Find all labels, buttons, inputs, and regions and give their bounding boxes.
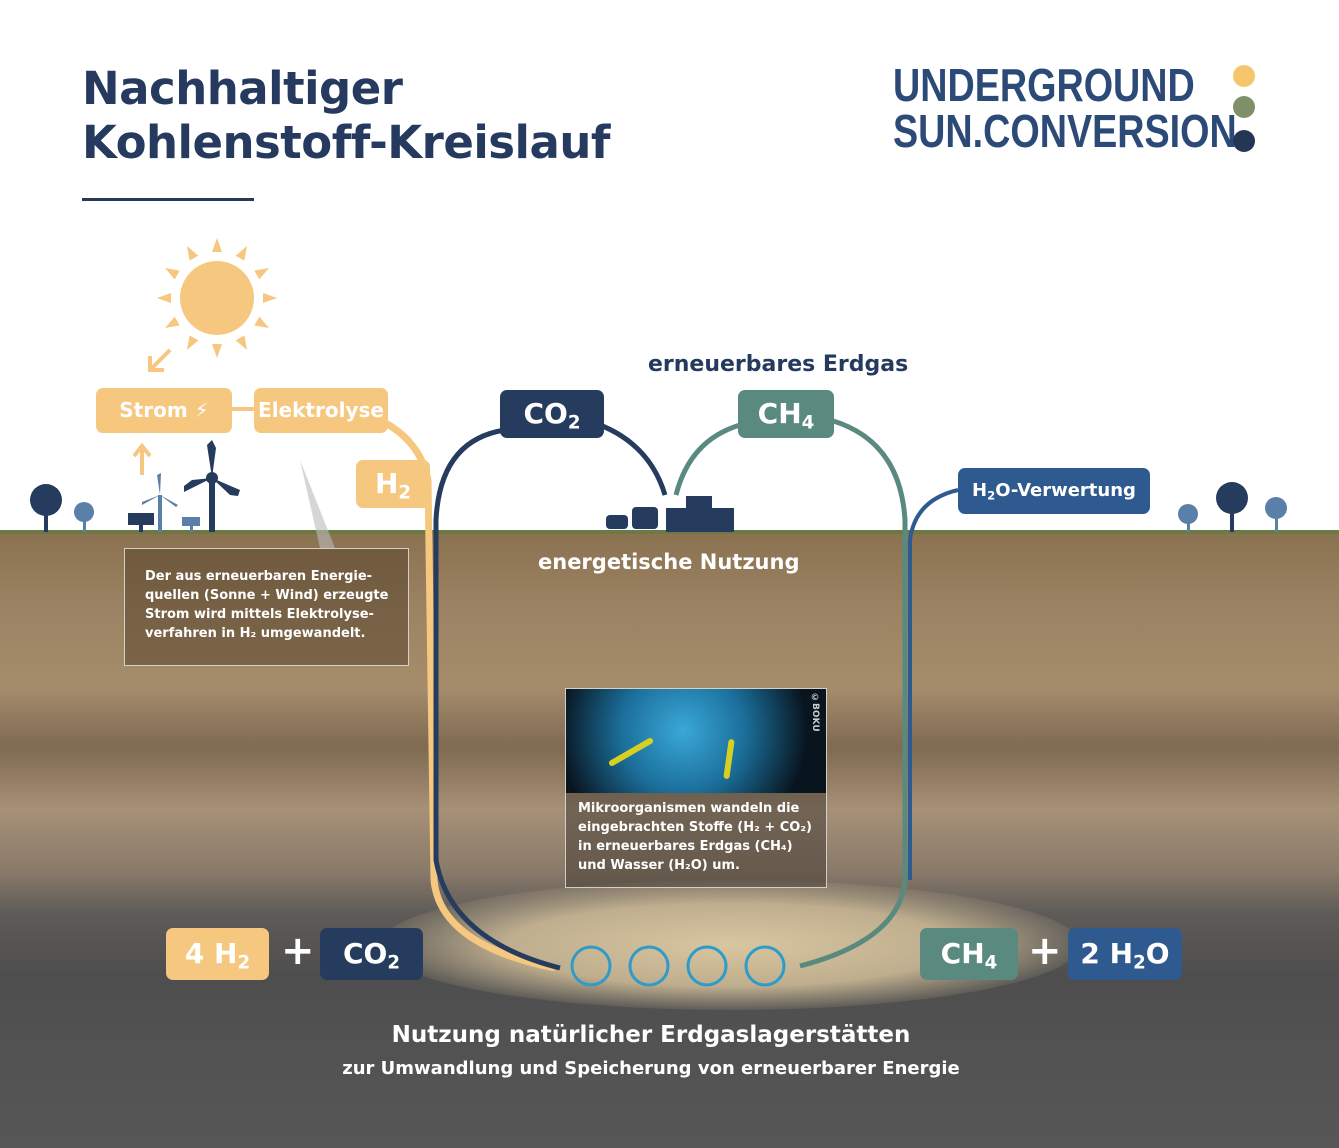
- bacterium-shape: [723, 738, 735, 780]
- microscope-image: ©BOKU: [566, 689, 826, 793]
- co2-label: CO: [523, 397, 568, 430]
- h2-flow-path: [378, 416, 556, 972]
- eq-2h2o-label: 2 H: [1080, 937, 1134, 970]
- h2o-verwertung-label: O-Verwertung: [995, 480, 1136, 501]
- lightning-icon: ⚡: [194, 398, 209, 422]
- microorganism-note: ©BOKU Mikroorganismen wandeln die eingeb…: [565, 688, 827, 888]
- h2o-flow-path: [908, 488, 959, 880]
- note-line: eingebrachten Stoffe (H₂ + CO₂): [578, 820, 812, 835]
- eq-co2-box: CO2: [320, 928, 423, 980]
- page-title: Nachhaltiger Kohlenstoff-Kreislauf: [82, 62, 610, 170]
- wind-turbine-icon: [184, 440, 240, 532]
- solar-panel-icon: [128, 513, 154, 532]
- elektrolyse-label: Elektrolyse: [258, 398, 384, 422]
- logo-dot-yellow: [1233, 65, 1255, 87]
- eq-ch4-box: CH4: [920, 928, 1018, 980]
- ch4-label: CH: [757, 397, 802, 430]
- note-line: in erneuerbares Erdgas (CH₄): [578, 839, 793, 854]
- tree-icon: [1178, 482, 1287, 532]
- logo-line-2: SUN.CONVERSION: [893, 105, 1237, 157]
- note-line: quellen (Sonne + Wind) erzeugte: [145, 588, 389, 603]
- solar-panel-icon: [182, 517, 200, 532]
- sun-icon: [157, 238, 277, 358]
- logo: UNDERGROUND SUN.CONVERSION: [893, 62, 1237, 154]
- energetische-nutzung-label: energetische Nutzung: [538, 550, 800, 574]
- co2-box: CO2: [500, 390, 604, 438]
- plus-sign: +: [281, 928, 315, 974]
- logo-line-1: UNDERGROUND: [893, 59, 1195, 111]
- note-line: Mikroorganismen wandeln die: [578, 801, 800, 816]
- strom-label: Strom: [119, 398, 188, 422]
- note-line: verfahren in H₂ umgewandelt.: [145, 624, 408, 643]
- bottom-subtitle: zur Umwandlung und Speicherung von erneu…: [342, 1058, 960, 1079]
- note-text: umgewandelt.: [256, 626, 366, 641]
- elektrolyse-box: Elektrolyse: [254, 388, 388, 433]
- eq-2h2o-box: 2 H2O: [1068, 928, 1182, 980]
- factory-icon: [606, 496, 734, 532]
- callout-pointer: [300, 460, 335, 548]
- plus-sign: +: [1028, 928, 1062, 974]
- eq-4h2-box: 4 H2: [166, 928, 269, 980]
- microorganism-icon: [570, 945, 786, 987]
- h2-box: H2: [356, 460, 430, 508]
- logo-dot-navy: [1233, 130, 1255, 152]
- strom-box: Strom ⚡: [96, 388, 232, 433]
- bottom-title: Nutzung natürlicher Erdgaslagerstätten: [391, 1022, 911, 1048]
- h2o-verwertung-box: H2O-Verwertung: [958, 468, 1150, 514]
- wind-turbine-small-icon: [142, 473, 178, 532]
- title-line-1: Nachhaltiger: [82, 62, 403, 115]
- title-line-2: Kohlenstoff-Kreislauf: [82, 116, 610, 169]
- ch4-box: CH4: [738, 390, 834, 438]
- note-text: verfahren in H: [145, 626, 251, 641]
- co2-flow-path: [433, 422, 668, 971]
- title-divider: [82, 198, 254, 201]
- ch4-flow-path: [673, 417, 908, 969]
- note-text: ₂: [250, 626, 257, 641]
- electrolysis-note: Der aus erneuerbaren Energie- quellen (S…: [124, 548, 409, 666]
- note-line: Strom wird mittels Elektrolyse-: [145, 607, 374, 622]
- eq-ch4-label: CH: [940, 937, 985, 970]
- eq-co2-label: CO: [342, 937, 388, 970]
- erdgas-label: erneuerbares Erdgas: [648, 352, 909, 377]
- image-credit: ©BOKU: [810, 693, 820, 732]
- note-line: und Wasser (H₂O) um.: [578, 858, 740, 873]
- bacterium-shape: [607, 736, 655, 768]
- note-line: Der aus erneuerbaren Energie-: [145, 569, 373, 584]
- eq-2h2o-label-o: O: [1145, 937, 1170, 970]
- tree-icon: [30, 484, 94, 532]
- eq-4h2-label: 4 H: [184, 937, 238, 970]
- h2-label: H: [374, 467, 399, 500]
- logo-dot-green: [1233, 96, 1255, 118]
- arrow-icon: [132, 348, 172, 475]
